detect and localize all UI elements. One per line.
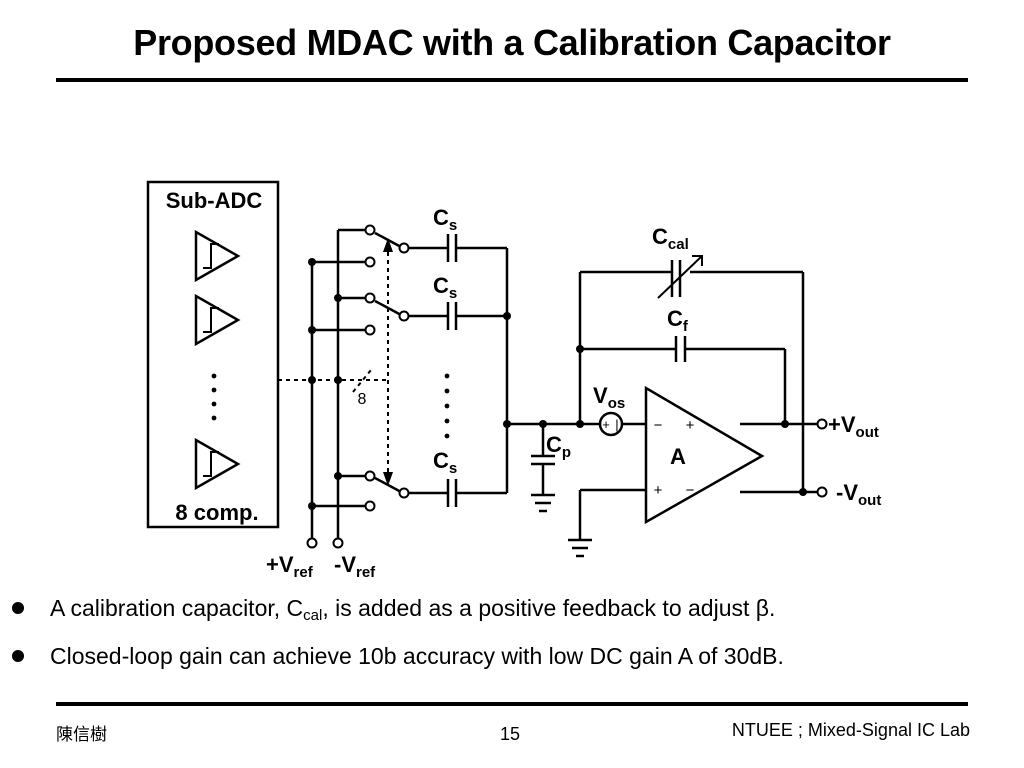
- amp-out-plus: +: [686, 417, 695, 434]
- ccal-variable-arrow: [657, 255, 703, 299]
- cf-label: Cf: [667, 306, 689, 335]
- vout-neg-terminal: [816, 486, 828, 498]
- bullet-list: A calibration capacitor, Ccal, is added …: [12, 596, 1002, 692]
- bullet-dot: [12, 650, 24, 662]
- sub-adc-label: Sub-ADC: [166, 188, 263, 213]
- cp-label: Cp: [546, 432, 571, 461]
- comp-count-label: 8 comp.: [175, 500, 258, 525]
- amp-label: A: [670, 444, 686, 469]
- switch-control-arrow-down: [383, 472, 393, 486]
- vout-pos-terminal: [816, 418, 828, 430]
- vref-pos-terminal: [306, 537, 318, 549]
- bus-width-label: 8: [358, 391, 367, 408]
- switch-control-arrow-up: [383, 238, 393, 252]
- sub-adc-box: [146, 180, 280, 529]
- vos-label: Vos: [593, 383, 625, 412]
- page-number: 15: [500, 724, 521, 744]
- footer-rule: [56, 702, 968, 706]
- comparator-2-icon: [194, 293, 241, 347]
- slide-title: Proposed MDAC with a Calibration Capacit…: [133, 22, 891, 63]
- title-underline: [56, 78, 968, 82]
- bullet-dot: [12, 602, 24, 614]
- vout-neg-label: -Vout: [836, 480, 881, 509]
- comparator-1-icon: [194, 229, 241, 283]
- footer-lab: NTUEE ; Mixed-Signal IC Lab: [731, 720, 970, 740]
- cs-label-2: Cs: [433, 273, 457, 302]
- vref-pos-label: +Vref: [266, 552, 314, 581]
- junction-dots: [211, 258, 807, 510]
- switch-8-blade: [374, 476, 404, 495]
- amp-in-minus: −: [654, 417, 663, 434]
- vos-minus-sign: |: [615, 417, 618, 432]
- vref-neg-terminal: [332, 537, 344, 549]
- opamp-triangle: [644, 385, 765, 525]
- ccal-label: Ccal: [652, 224, 689, 253]
- bullet-2: Closed-loop gain can achieve 10b accurac…: [12, 644, 1002, 668]
- comparator-8-icon: [194, 437, 241, 491]
- vout-pos-label: +Vout: [828, 412, 879, 441]
- amp-out-minus: −: [686, 482, 695, 499]
- footer-author: 陳信樹: [56, 725, 107, 745]
- mdac-circuit-diagram: Sub-ADC 8 comp. 8 Cs Cs Cs Ccal Cf Cp Vo…: [146, 180, 881, 581]
- vref-neg-label: -Vref: [334, 552, 376, 581]
- switch-1-blade: [374, 231, 404, 250]
- cs-label-1: Cs: [433, 205, 457, 234]
- vos-plus-sign: +: [602, 417, 610, 432]
- cs-label-8: Cs: [433, 448, 457, 477]
- bullet-1: A calibration capacitor, Ccal, is added …: [12, 596, 1002, 623]
- amp-in-plus: +: [654, 482, 663, 499]
